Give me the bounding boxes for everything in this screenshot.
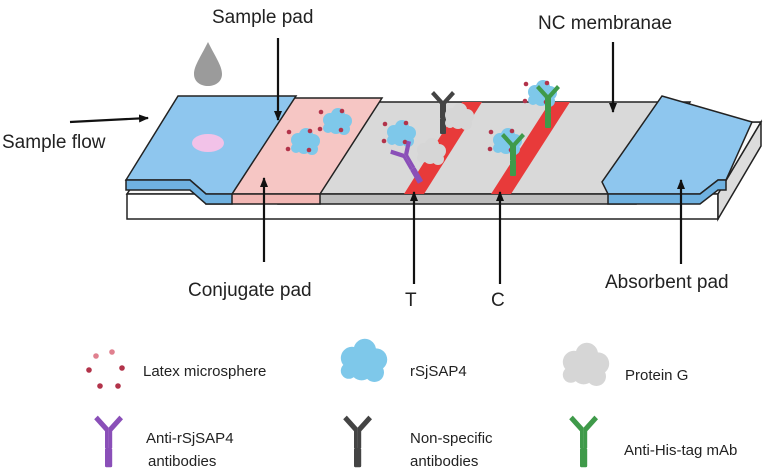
rsjsap4-icon [340, 338, 388, 382]
protein-g-icon [562, 342, 610, 386]
legend-anti-rsjsap4-line1: Anti-rSjSAP4 [146, 430, 234, 447]
sample-drop-icon [194, 42, 222, 86]
control-line-label: C [491, 290, 505, 311]
legend-protein-g-label: Protein G [625, 367, 688, 384]
callout-arrows [69, 38, 685, 284]
latex-microsphere-icon [86, 349, 125, 389]
test-strip [124, 42, 763, 222]
sample-flow-label: Sample flow [2, 132, 106, 153]
sample-pad-front [125, 179, 233, 205]
legend: Latex microsphere rSjSAP4 Protein G Anti… [86, 338, 737, 470]
diagram-labels: Sample pad NC membranae Sample flow Conj… [2, 7, 729, 311]
absorbent-pad-front [607, 179, 727, 205]
backing-card-side [717, 119, 762, 222]
anti-his-tag-antibody-icon [569, 415, 598, 468]
nc-membrane-label: NC membranae [538, 13, 672, 34]
legend-anti-rsjsap4-line2: antibodies [148, 453, 216, 470]
absorbent-pad-label: Absorbent pad [605, 272, 729, 293]
legend-anti-his-label: Anti-His-tag mAb [624, 442, 737, 459]
legend-nonspecific-line1: Non-specific [410, 430, 493, 447]
nc-membrane-front [277, 193, 637, 205]
conjugate-pad-label: Conjugate pad [188, 280, 312, 301]
anti-rsjsap4-antibody-icon [94, 415, 123, 468]
test-line-label: T [405, 290, 417, 311]
legend-latex-label: Latex microsphere [143, 363, 266, 380]
legend-rsjsap4-label: rSjSAP4 [410, 363, 467, 380]
sample-flow-arrow [69, 114, 149, 124]
sample-spot [192, 134, 224, 152]
nonspecific-antibody-icon [343, 415, 372, 468]
legend-nonspecific-line2: antibodies [410, 453, 478, 470]
sample-pad-label: Sample pad [212, 7, 313, 28]
